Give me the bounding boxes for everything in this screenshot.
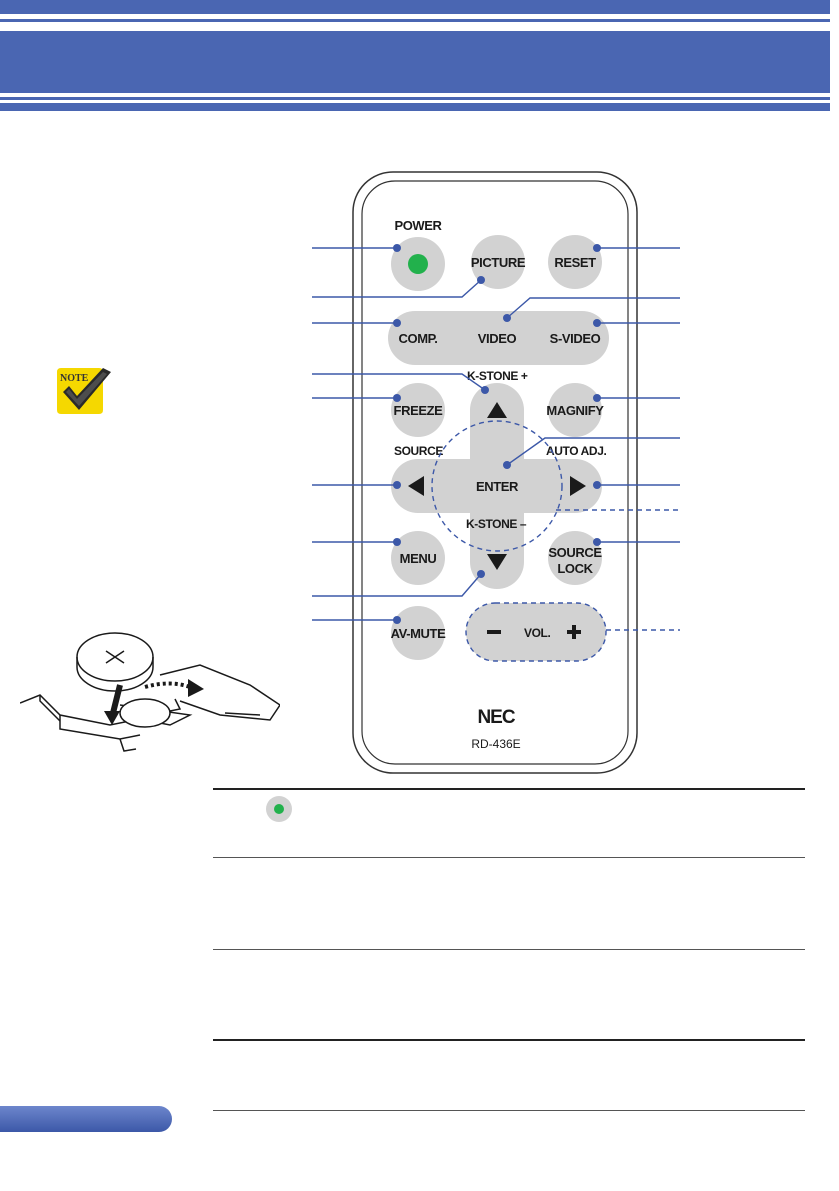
model-number: RD-436E (471, 737, 520, 751)
arrow-down-icon[interactable] (487, 554, 507, 570)
table-rule-3 (213, 1039, 805, 1041)
header-stripe-top (0, 0, 839, 14)
volume-label: VOL. (524, 626, 550, 640)
power-indicator-icon (266, 796, 292, 822)
callout-dots-left (393, 244, 489, 624)
video-label: VIDEO (478, 331, 517, 346)
header-stripe-thin-1 (0, 19, 839, 22)
kstone-plus-label: K-STONE + (467, 369, 528, 383)
freeze-label: FREEZE (394, 403, 444, 418)
magnify-button[interactable] (548, 383, 602, 437)
volume-minus-icon[interactable] (487, 630, 501, 634)
source-lock-button[interactable] (548, 531, 602, 585)
directional-pad[interactable] (391, 383, 602, 589)
source-label: SOURCE (394, 444, 443, 458)
reset-button[interactable] (548, 235, 602, 289)
table-rule-2 (213, 949, 805, 950)
remote-control-drawing: POWER PICTURE RESET COMP. VIDEO S-VIDEO … (312, 171, 680, 774)
svideo-label: S-VIDEO (550, 331, 601, 346)
power-indicator-icon (408, 254, 428, 274)
av-mute-label: AV-MUTE (391, 626, 446, 641)
callout-lines-right (506, 247, 680, 543)
power-label: POWER (394, 218, 442, 233)
menu-label: MENU (400, 551, 437, 566)
brand-logo: NEC (477, 707, 515, 728)
av-mute-button[interactable] (391, 606, 445, 660)
callout-lines-left (312, 247, 486, 621)
header-stripe-bottom (0, 103, 839, 111)
picture-button[interactable] (471, 235, 525, 289)
table-rule-bottom (213, 1110, 805, 1111)
kstone-minus-label: K-STONE – (466, 517, 527, 531)
checkmark-note-icon: NOTE (55, 366, 113, 427)
source-lock-label-2: LOCK (557, 561, 593, 576)
freeze-button[interactable] (391, 383, 445, 437)
magnify-label: MAGNIFY (546, 403, 604, 418)
picture-label: PICTURE (471, 255, 526, 270)
source-lock-label-1: SOURCE (548, 545, 602, 560)
enter-label: ENTER (476, 479, 519, 494)
arrow-up-icon[interactable] (487, 402, 507, 418)
volume-rocker[interactable] (465, 602, 607, 662)
menu-button[interactable] (391, 531, 445, 585)
note-label: NOTE (60, 373, 89, 384)
page-number-tab (0, 1106, 172, 1132)
table-rule-top (213, 788, 805, 790)
dpad-highlight-circle (431, 420, 563, 552)
header-banner (0, 31, 839, 93)
reset-label: RESET (554, 255, 596, 270)
table-rule-1 (213, 857, 805, 858)
scroll-edge-bar (830, 0, 839, 1191)
auto-adj-label: AUTO ADJ. (546, 444, 606, 458)
header-stripe-thin-2 (0, 97, 839, 100)
callout-dots-right (503, 244, 601, 546)
input-select-bar[interactable] (388, 311, 609, 365)
right-edge-line (831, 0, 835, 111)
arrow-right-icon[interactable] (570, 476, 586, 496)
battery-illustration (19, 625, 282, 760)
arrow-left-icon[interactable] (408, 476, 424, 496)
comp-label: COMP. (399, 331, 438, 346)
callout-dashed-right (556, 509, 680, 631)
